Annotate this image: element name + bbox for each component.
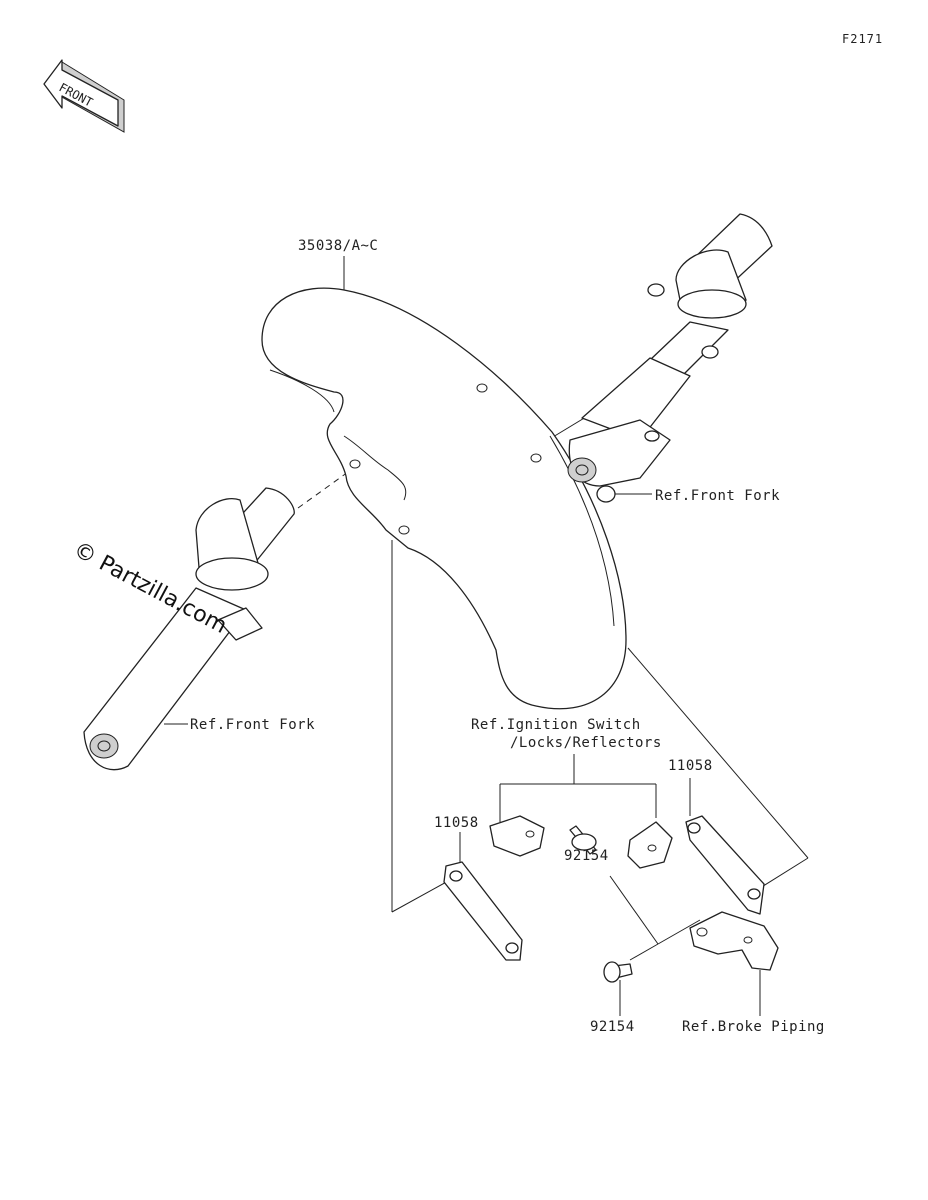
bracket-left bbox=[443, 861, 523, 961]
label-bracket-left: 11058 bbox=[434, 815, 479, 831]
cover-clip-right bbox=[627, 821, 673, 869]
diagram-code: F2171 bbox=[842, 32, 883, 46]
front-fork-right bbox=[567, 213, 773, 503]
bracket-right bbox=[685, 815, 765, 915]
bolt-lower bbox=[603, 961, 633, 983]
label-bracket-right: 11058 bbox=[668, 758, 713, 774]
label-fender: 35038/A~C bbox=[298, 238, 378, 254]
label-brake: Ref.Broke Piping bbox=[682, 1019, 825, 1035]
label-ignition-line2: /Locks/Reflectors bbox=[510, 735, 662, 751]
front-arrow-icon: FRONT bbox=[43, 59, 125, 133]
label-bolt-lower: 92154 bbox=[590, 1019, 635, 1035]
cover-clip-left bbox=[489, 815, 545, 857]
label-ignition-line1: Ref.Ignition Switch bbox=[471, 717, 641, 733]
label-fork-right: Ref.Front Fork bbox=[655, 488, 780, 504]
bolt-upper bbox=[569, 825, 597, 855]
front-fender bbox=[261, 287, 627, 710]
label-fork-left: Ref.Front Fork bbox=[190, 717, 315, 733]
brake-piping-holder bbox=[689, 911, 779, 971]
label-bolt-upper: 92154 bbox=[564, 848, 609, 864]
front-fork-left bbox=[83, 487, 295, 771]
